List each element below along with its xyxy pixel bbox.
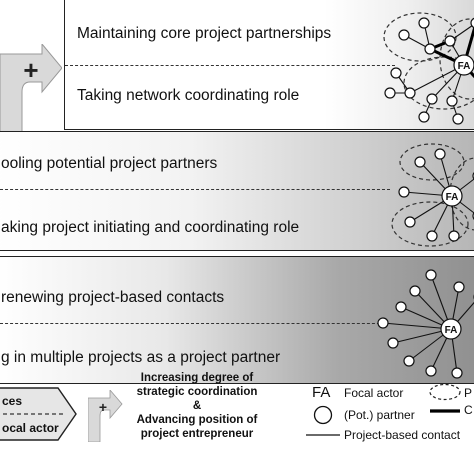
- legend-direction-line: project entrepreneur: [140, 428, 254, 440]
- panel-divider: [0, 189, 390, 190]
- legend-box-top-text: ces: [2, 394, 23, 408]
- network-diagram-core: FA: [383, 12, 474, 125]
- legend-partner-label: (Pot.) partner: [344, 408, 415, 422]
- panel-bottom-text: g in multiple projects as a project part…: [1, 349, 281, 366]
- legend-core-thick-line-icon: [430, 409, 460, 413]
- plus-symbol: +: [23, 55, 38, 85]
- panel-divider: [0, 323, 390, 324]
- focal-actor-node-label: FA: [458, 61, 471, 72]
- legend-contact-label: Project-based contact: [344, 428, 461, 442]
- panel-divider: [65, 65, 395, 66]
- legend-direction-line: &: [192, 400, 202, 412]
- panel-renewing-contacts: renewing project-based contacts g in mul…: [0, 256, 474, 384]
- network-diagram-renewing: FA: [377, 269, 474, 379]
- legend-box-bottom-text: ocal actor: [2, 421, 59, 435]
- panel-top-text: ooling potential project partners: [1, 155, 218, 172]
- legend-plus-symbol: +: [99, 399, 107, 415]
- legend-fa-label: Focal actor: [344, 386, 404, 400]
- panel-top-text: renewing project-based contacts: [1, 289, 225, 306]
- increase-arrow-icon: +: [0, 44, 62, 134]
- panel-bottom-text: Taking network coordinating role: [77, 87, 300, 104]
- focal-actor-node-label: FA: [445, 325, 458, 336]
- legend-pentagon-icon: [0, 387, 77, 441]
- legend-direction-line: strategic coordination: [136, 386, 258, 398]
- panel-core-partnerships: Maintaining core project partnerships Ta…: [64, 0, 474, 130]
- legend-direction-line: Increasing degree of: [140, 372, 254, 384]
- panel-pooling-partners: ooling potential project partners aking …: [0, 131, 474, 251]
- legend-direction-line: Advancing position of: [136, 414, 258, 426]
- legend-partner-circle-icon: [313, 405, 333, 425]
- panel-bottom-text: aking project initiating and coordinatin…: [1, 219, 300, 236]
- legend-increase-arrow-icon: +: [88, 390, 123, 442]
- legend: ces ocal actor + Increasing degree of st…: [0, 372, 474, 474]
- network-diagram-pooling: FA: [391, 143, 474, 247]
- legend-pool-dashed-ellipse-icon: [429, 383, 461, 401]
- legend-core-label: C: [464, 403, 473, 417]
- legend-direction-text: Increasing degree of strategic coordinat…: [124, 371, 270, 441]
- legend-pool-label: P: [464, 386, 473, 400]
- panel-top-text: Maintaining core project partnerships: [77, 25, 332, 42]
- legend-fa-symbol: FA: [312, 384, 331, 401]
- focal-actor-node-label: FA: [446, 192, 459, 203]
- legend-contact-line-icon: [306, 434, 340, 436]
